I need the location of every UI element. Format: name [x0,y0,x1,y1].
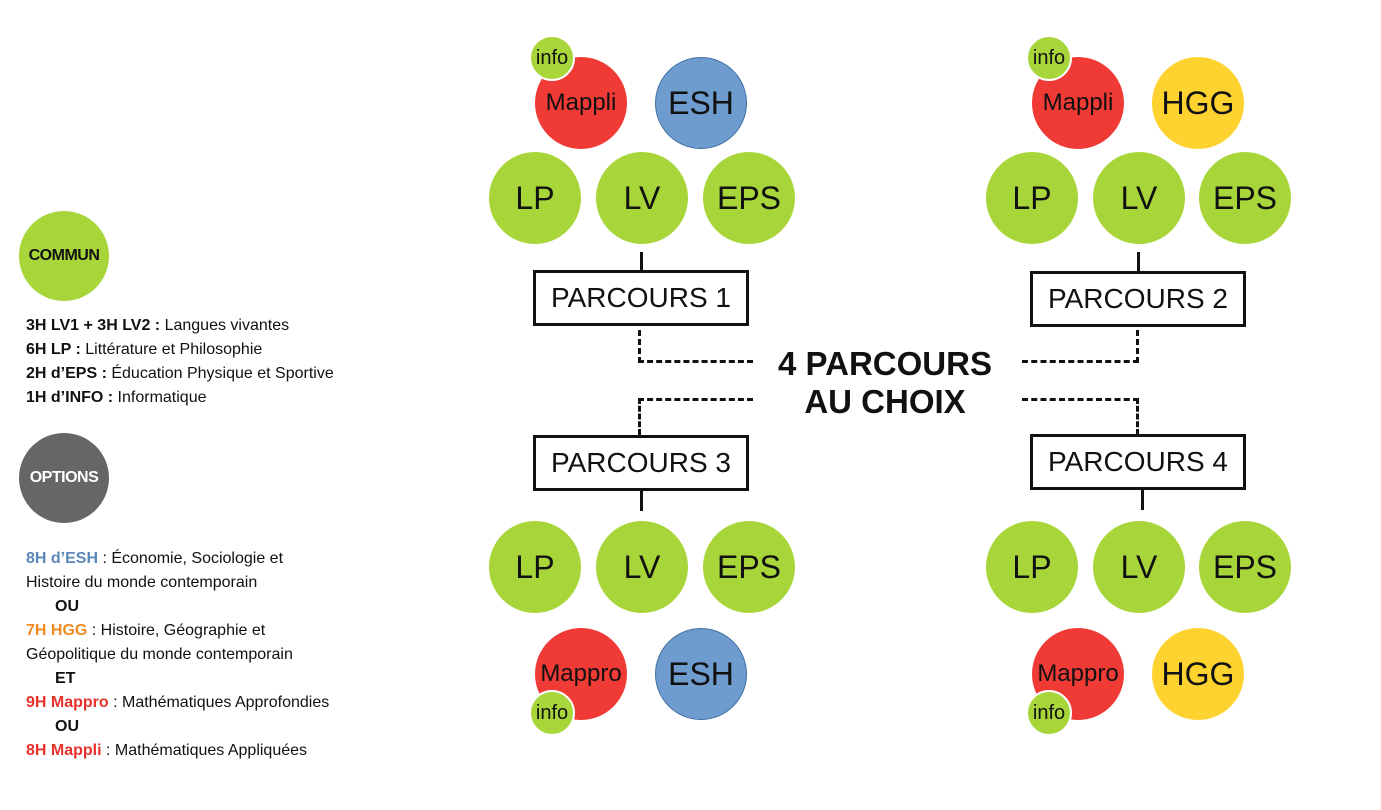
p3-option-circle: ESH [655,628,747,720]
p4-lv-circle: LV [1093,521,1185,613]
parcours-4-box: PARCOURS 4 [1030,434,1246,490]
p3-info-circle: info [529,690,575,736]
parcours-1-box: PARCOURS 1 [533,270,749,326]
p1-link [640,252,643,272]
p4-option-circle: HGG [1152,628,1244,720]
legend-item-info: 1H d’INFO : Informatique [26,389,207,406]
connector-p1-horizontal [638,360,753,363]
legend-and: ET [55,670,76,687]
options-legend: 8H d’ESH : Économie, Sociologie et Histo… [26,547,329,763]
connector-p2-vertical [1136,330,1139,363]
p1-lv-circle: LV [596,152,688,244]
parcours-3-box: PARCOURS 3 [533,435,749,491]
p2-lp-circle: LP [986,152,1078,244]
connector-p2-horizontal [1022,360,1139,363]
p1-option-circle: ESH [655,57,747,149]
connector-p3-horizontal [638,398,753,401]
legend-item-eps: 2H d’EPS : Éducation Physique et Sportiv… [26,365,334,382]
legend-option-esh-cont: Histoire du monde contemporain [26,574,258,591]
legend-item-lv: 3H LV1 + 3H LV2 : Langues vivantes [26,317,290,334]
p2-option-circle: HGG [1152,57,1244,149]
p1-lp-circle: LP [489,152,581,244]
p2-eps-circle: EPS [1199,152,1291,244]
center-title-line2: AU CHOIX [804,383,966,420]
center-title: 4 PARCOURS AU CHOIX [760,345,1010,421]
commun-badge: COMMUN [19,211,109,301]
p2-lv-circle: LV [1093,152,1185,244]
p1-info-circle: info [529,35,575,81]
parcours-2-box: PARCOURS 2 [1030,271,1246,327]
legend-option-hgg-cont: Géopolitique du monde contemporain [26,646,293,663]
legend-item-lp: 6H LP : Littérature et Philosophie [26,341,263,358]
legend-option-mappro: 9H Mappro : Mathématiques Approfondies [26,694,330,711]
connector-p3-vertical [638,398,641,435]
commun-legend: 3H LV1 + 3H LV2 : Langues vivantes 6H LP… [26,314,334,410]
p2-info-circle: info [1026,35,1072,81]
p3-lp-circle: LP [489,521,581,613]
p1-math-circle: Mappli [535,57,627,149]
center-title-line1: 4 PARCOURS [778,345,992,382]
p4-info-circle: info [1026,690,1072,736]
p1-eps-circle: EPS [703,152,795,244]
p4-lp-circle: LP [986,521,1078,613]
p3-eps-circle: EPS [703,521,795,613]
connector-p4-vertical [1136,398,1139,435]
legend-option-hgg: 7H HGG : Histoire, Géographie et [26,622,266,639]
legend-option-mappli: 8H Mappli : Mathématiques Appliquées [26,742,308,759]
connector-p4-horizontal [1022,398,1139,401]
legend-option-esh: 8H d’ESH : Économie, Sociologie et [26,550,284,567]
p3-link [640,489,643,511]
legend-or-2: OU [55,718,79,735]
options-badge: OPTIONS [19,433,109,523]
p4-link [1141,488,1144,510]
legend-or-1: OU [55,598,79,615]
p3-lv-circle: LV [596,521,688,613]
p2-link [1137,252,1140,272]
p4-eps-circle: EPS [1199,521,1291,613]
connector-p1-vertical [638,330,641,363]
